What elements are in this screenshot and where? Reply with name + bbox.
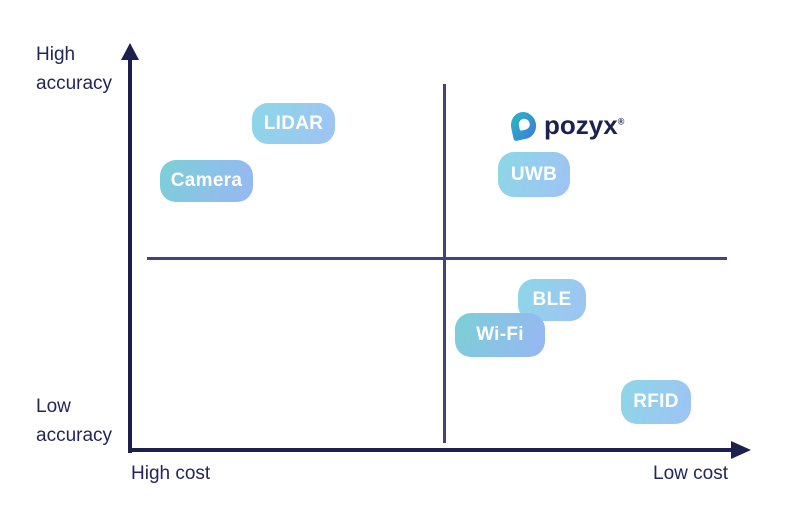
tech-pill-wifi: Wi-Fi xyxy=(455,313,545,357)
registered-trademark-icon: ® xyxy=(617,116,625,127)
x-axis-arrowhead-icon xyxy=(731,441,751,459)
quadrant-divider-vertical xyxy=(443,84,446,443)
y-axis-label-high-accuracy: High accuracy xyxy=(36,40,112,98)
tech-pill-lidar: LIDAR xyxy=(252,103,335,144)
tech-pill-rfid: RFID xyxy=(621,380,691,424)
y-axis-label-high-line2: accuracy xyxy=(36,73,113,94)
tech-pill-camera: Camera xyxy=(160,160,253,202)
pozyx-pin-inner-shape xyxy=(517,117,531,131)
y-axis-label-low-accuracy: Low accuracy xyxy=(36,392,112,450)
x-axis-label-low-cost: Low cost xyxy=(653,463,728,484)
pozyx-logo-text: pozyx® xyxy=(544,110,624,141)
y-axis-label-low-line2: accuracy xyxy=(36,425,113,446)
pozyx-wordmark: pozyx xyxy=(544,110,618,140)
y-axis-label-high-line1: High xyxy=(36,44,76,65)
pozyx-pin-icon xyxy=(508,109,539,142)
quadrant-divider-horizontal xyxy=(147,257,727,260)
y-axis-line xyxy=(128,56,132,453)
x-axis-line xyxy=(128,448,732,452)
pozyx-logo: pozyx® xyxy=(508,109,624,142)
y-axis-arrowhead-icon xyxy=(121,43,139,60)
tech-pill-uwb: UWB xyxy=(498,152,570,197)
x-axis-label-high-cost: High cost xyxy=(131,463,211,484)
y-axis-label-low-line1: Low xyxy=(36,396,71,417)
